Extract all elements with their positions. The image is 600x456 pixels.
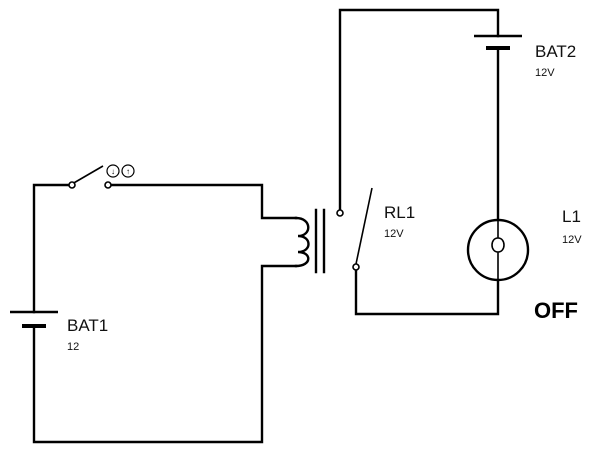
switch-open-button[interactable]: ↑ (121, 164, 135, 178)
bat2-value: 12V (535, 67, 555, 79)
relay-value: 12V (384, 228, 404, 240)
right-wire-bottom (354, 266, 500, 316)
lamp-state-text: OFF (534, 298, 578, 323)
svg-text:↓: ↓ (111, 167, 115, 176)
lamp-value: 12V (562, 234, 582, 246)
switch-close-button[interactable]: ↓ (106, 164, 120, 178)
bat1-label: BAT1 (67, 316, 108, 335)
relay-contact (336, 187, 373, 271)
left-wire-mid (108, 183, 298, 220)
bat2-symbol (474, 34, 522, 50)
bat2-circuit (338, 8, 500, 316)
bat1-circuit (32, 183, 298, 444)
down-arrow-icon[interactable] (106, 164, 120, 178)
bat1-symbol (10, 310, 58, 328)
lamp-symbol (466, 218, 530, 282)
left-wire-bottom (32, 264, 298, 444)
up-arrow-icon[interactable] (121, 164, 135, 178)
left-wire-top (32, 183, 72, 314)
bat1-value: 12 (67, 341, 79, 353)
lamp-label: L1 (562, 207, 581, 226)
toggle-switch[interactable] (68, 165, 112, 189)
relay-label: RL1 (384, 203, 415, 222)
bat2-label: BAT2 (535, 42, 576, 61)
relay-coil (294, 216, 310, 268)
svg-text:↑: ↑ (126, 167, 130, 176)
right-wire-top (338, 8, 500, 214)
